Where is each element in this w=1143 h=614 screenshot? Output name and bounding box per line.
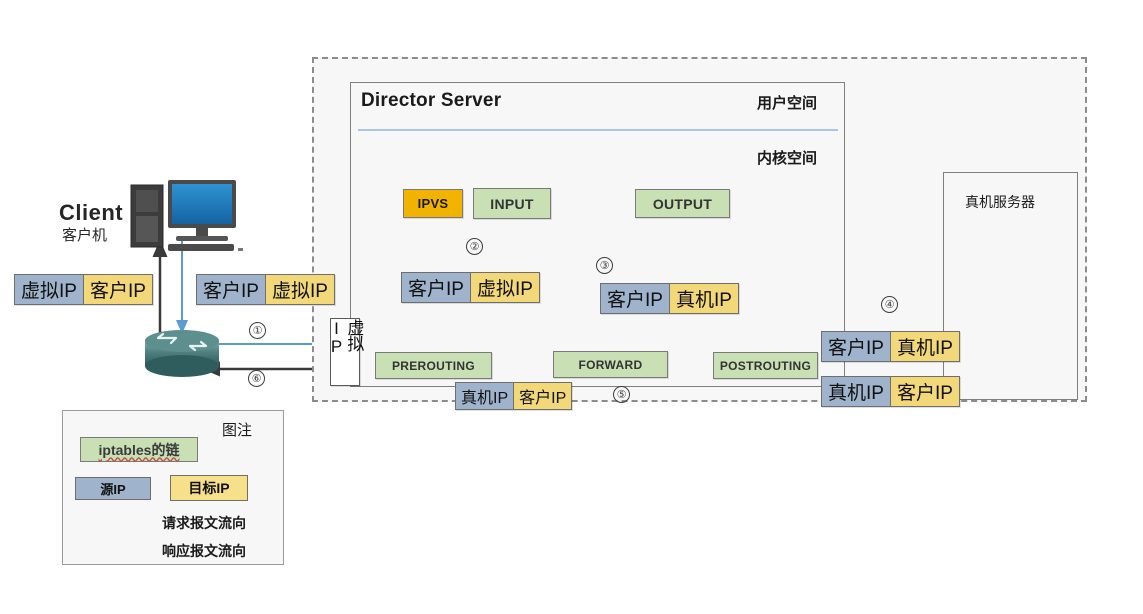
chain-postrouting[interactable]: POSTROUTING <box>713 352 818 379</box>
packet-src: 客户IP <box>601 284 669 313</box>
packet-label-postrouting-out: 客户IP 真机IP <box>600 283 739 314</box>
chain-input[interactable]: INPUT <box>473 188 551 219</box>
step-marker-5: ⑤ <box>613 386 630 403</box>
packet-dst: 真机IP <box>668 284 738 313</box>
packet-dst: 客户IP <box>889 377 959 406</box>
legend-dest-ip-swatch: 目标IP <box>170 475 248 501</box>
real-servers-panel <box>943 172 1078 400</box>
step-marker-2: ② <box>466 238 483 255</box>
packet-label-client-response: 虚拟IP 客户IP <box>14 274 153 305</box>
packet-label-client-request: 客户IP 虚拟IP <box>196 274 335 305</box>
packet-label-prerouting-in: 客户IP 虚拟IP <box>401 272 540 303</box>
chain-output[interactable]: OUTPUT <box>635 189 730 218</box>
legend-chain-swatch: iptables的链 <box>80 437 198 462</box>
packet-src: 客户IP <box>822 332 890 361</box>
user-space-label: 用户空间 <box>757 95 818 112</box>
packet-dst: 虚拟IP <box>469 273 539 302</box>
packet-src: 客户IP <box>197 275 265 304</box>
step-marker-3: ③ <box>596 257 613 274</box>
packet-dst: 客户IP <box>513 383 572 409</box>
packet-dst: 真机IP <box>889 332 959 361</box>
packet-label-realserver-in: 客户IP 真机IP <box>821 331 960 362</box>
step-marker-6: ⑥ <box>248 370 265 387</box>
packet-label-realserver-out: 真机IP 客户IP <box>821 376 960 407</box>
packet-src: 真机IP <box>456 383 514 409</box>
chain-ipvs[interactable]: IPVS <box>403 189 463 218</box>
virtual-ip-interface: 虚拟IP <box>327 318 364 386</box>
director-server-title: Director Server <box>361 90 502 111</box>
chain-prerouting[interactable]: PREROUTING <box>375 352 492 379</box>
legend-source-ip-swatch: 源IP <box>75 477 151 500</box>
packet-label-prerouting-back: 真机IP 客户IP <box>455 382 573 410</box>
packet-dst: 虚拟IP <box>264 275 334 304</box>
step-marker-4: ④ <box>881 296 898 313</box>
step-marker-1: ① <box>249 322 266 339</box>
legend-response-flow-label: 响应报文流向 <box>162 543 246 559</box>
client-label-cn: 客户机 <box>62 227 108 244</box>
packet-dst: 客户IP <box>82 275 152 304</box>
kernel-user-separator <box>358 129 838 131</box>
chain-forward[interactable]: FORWARD <box>553 351 668 378</box>
packet-src: 客户IP <box>402 273 470 302</box>
packet-src: 虚拟IP <box>15 275 83 304</box>
real-servers-title: 真机服务器 <box>965 194 1035 210</box>
legend-request-flow-label: 请求报文流向 <box>162 515 246 531</box>
virtual-ip-interface-text: 虚拟IP <box>327 319 364 355</box>
client-label-en: Client <box>59 200 124 225</box>
legend-title: 图注 <box>222 422 253 439</box>
kernel-space-label: 内核空间 <box>757 150 818 167</box>
director-server-panel <box>350 82 845 387</box>
packet-src: 真机IP <box>822 377 890 406</box>
